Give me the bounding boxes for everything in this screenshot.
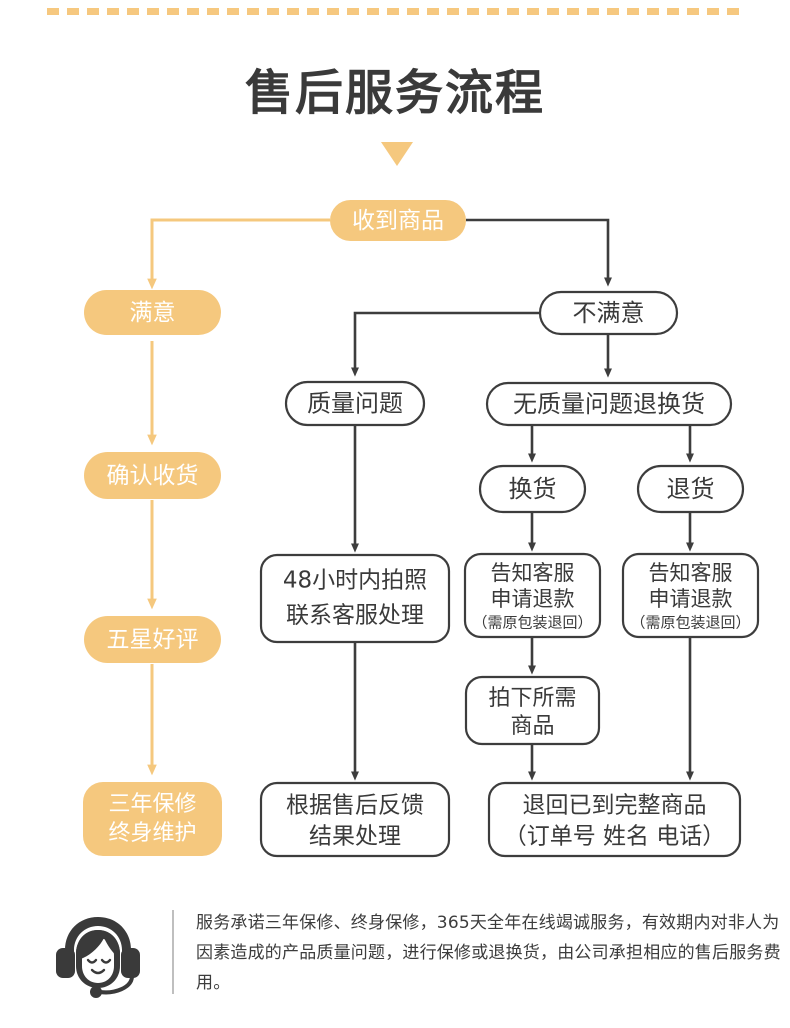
node-label-line2: 申请退款 xyxy=(491,587,575,611)
node-quality-issue[interactable]: 质量问题 xyxy=(284,380,426,427)
node-label-line2: 联系客服处理 xyxy=(286,603,424,629)
node-label-line3: （需原包装退回） xyxy=(630,614,750,632)
node-label: 退货 xyxy=(667,475,715,503)
dark-connectors xyxy=(351,218,694,781)
node-confirm-receipt[interactable]: 确认收货 xyxy=(84,452,221,499)
node-label: 质量问题 xyxy=(307,390,403,418)
down-triangle-icon xyxy=(381,142,413,166)
page-title: 售后服务流程 xyxy=(244,65,545,121)
service-commitment-text: 服务承诺三年保修、终身保修，365天全年在线竭诚服务，有效期内对非人为因素造成的… xyxy=(196,913,781,993)
node-label: 无质量问题退换货 xyxy=(513,390,705,418)
node-label: 确认收货 xyxy=(107,463,199,489)
node-received-goods[interactable]: 收到商品 xyxy=(330,200,466,241)
node-label-line2: 商品 xyxy=(510,714,554,739)
node-48h-photo-contact[interactable]: 48小时内拍照 联系客服处理 xyxy=(259,553,451,644)
footer-section: 服务承诺三年保修、终身保修，365天全年在线竭诚服务，有效期内对非人为因素造成的… xyxy=(0,898,790,1028)
node-label-line2: 结果处理 xyxy=(309,824,401,850)
orange-connectors xyxy=(147,218,330,776)
node-handle-by-feedback[interactable]: 根据售后反馈 结果处理 xyxy=(259,781,451,858)
node-label-line2: 申请退款 xyxy=(649,587,733,611)
node-label: 换货 xyxy=(509,475,557,503)
node-label-line1: 退回已到完整商品 xyxy=(523,793,707,819)
node-notify-service-refund[interactable]: 告知客服 申请退款 （需原包装退回） xyxy=(621,552,760,639)
customer-service-headset-icon xyxy=(52,908,144,1005)
node-satisfied[interactable]: 满意 xyxy=(84,290,221,335)
flowchart-canvas: 收到商品 满意 确认收货 五星好评 三年保修 终身维护 不满意 xyxy=(83,142,760,858)
node-label-line1: 根据售后反馈 xyxy=(286,793,424,819)
node-label: 收到商品 xyxy=(352,208,444,234)
node-label-line1: 三年保修 xyxy=(108,792,196,817)
node-label-line2: （订单号 姓名 电话） xyxy=(504,824,726,850)
node-label-line1: 48小时内拍照 xyxy=(283,568,427,594)
node-no-quality-issue-return[interactable]: 无质量问题退换货 xyxy=(485,381,733,427)
node-label-line1: 告知客服 xyxy=(491,561,575,585)
node-label: 满意 xyxy=(130,300,176,326)
node-label-line2: 终身维护 xyxy=(108,821,196,846)
node-refund-return[interactable]: 退货 xyxy=(636,464,745,514)
node-five-star-review[interactable]: 五星好评 xyxy=(84,616,221,663)
node-label-line1: 拍下所需 xyxy=(488,686,576,711)
node-notify-service-exchange[interactable]: 告知客服 申请退款 （需原包装退回） xyxy=(463,552,602,639)
node-return-complete-goods[interactable]: 退回已到完整商品 （订单号 姓名 电话） xyxy=(487,781,742,858)
node-unsatisfied[interactable]: 不满意 xyxy=(538,290,679,336)
dashed-rule-icon xyxy=(47,8,747,15)
node-label: 不满意 xyxy=(573,299,645,327)
footer-divider xyxy=(172,910,174,994)
node-warranty[interactable]: 三年保修 终身维护 xyxy=(83,782,222,856)
node-label-line3: （需原包装退回） xyxy=(472,614,592,632)
node-exchange[interactable]: 换货 xyxy=(478,464,587,514)
node-order-needed-goods[interactable]: 拍下所需 商品 xyxy=(464,675,601,746)
node-label: 五星好评 xyxy=(107,627,199,653)
node-label-line1: 告知客服 xyxy=(649,561,733,585)
